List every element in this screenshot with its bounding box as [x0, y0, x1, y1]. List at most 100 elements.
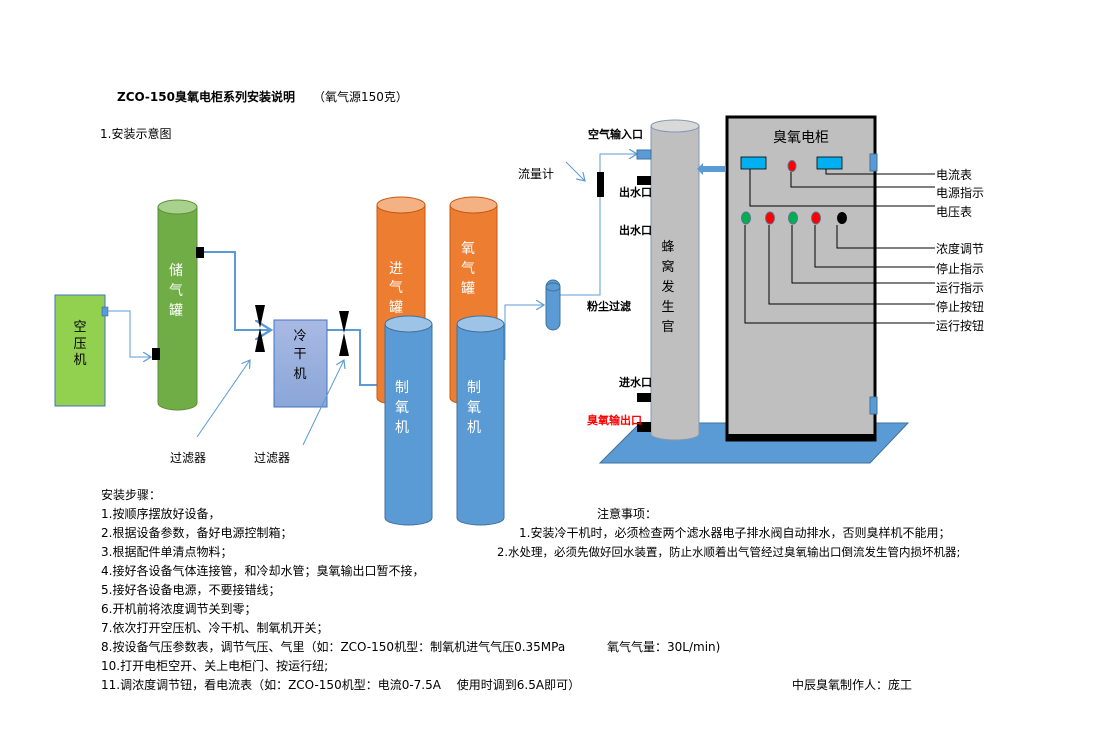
filter-valve-2: [339, 311, 349, 356]
stop-indicator: [811, 211, 821, 225]
svg-text:氧: 氧: [461, 241, 475, 257]
svg-text:气: 气: [461, 261, 475, 277]
svg-text:机: 机: [467, 420, 481, 436]
pipe-to-air-inlet: [560, 154, 637, 296]
callout-voltmeter: 电压表: [936, 205, 972, 219]
callout-run-button: 运行按钮: [936, 318, 984, 333]
filter-arrow-1: [196, 360, 250, 438]
door-hinge-bottom: [869, 396, 878, 415]
concentration-knob: [837, 212, 847, 224]
step-item: 3.根据配件单清点物料；: [101, 545, 232, 559]
svg-text:罐: 罐: [461, 281, 475, 297]
page-title: ZCO-150臭氧电柜系列安装说明: [117, 89, 295, 104]
filter-label-1: 过滤器: [170, 451, 206, 465]
step-item-8-extra: 氧气气量：30L/min): [607, 639, 720, 654]
svg-text:窝: 窝: [661, 259, 674, 275]
air-inlet-label: 空气输入口: [588, 127, 643, 141]
author: 中辰臭氧制作人：庞工: [792, 677, 912, 692]
dust-filter: [545, 279, 561, 331]
steps-heading: 安装步骤：: [101, 487, 161, 502]
filter-valve-1: [255, 305, 265, 352]
install-steps: 安装步骤： 1.按顺序摆放好设备， 2.根据设备参数，备好电源控制箱； 3.根据…: [101, 487, 720, 692]
step-item: 10.打开电柜空开、关上电柜门、按运行纽;: [101, 658, 328, 673]
svg-text:气: 气: [169, 283, 183, 299]
flowmeter-label: 流量计: [518, 167, 554, 181]
air-inlet-port: [636, 149, 652, 160]
run-indicator: [788, 211, 798, 225]
svg-text:罐: 罐: [389, 300, 403, 316]
ozone-outlet-label: 臭氧输出口: [587, 413, 642, 427]
pipe-generator-to-dust-filter: [504, 305, 544, 360]
page-subtitle: （氧气源150克）: [313, 89, 408, 104]
callout-concentration: 浓度调节: [936, 241, 984, 256]
water-outlet-port: [637, 176, 651, 185]
ozone-cabinet: 臭氧电柜: [725, 115, 878, 442]
cabinet-to-tube-arrow: [697, 163, 726, 175]
cold-dryer: 冷 干 机: [273, 319, 328, 408]
pipe-tank-to-dryer: [204, 251, 271, 330]
note-item: 1.安装冷干机时，必须检查两个滤水器电子排水阀自动排水，否则臭样机不能用；: [519, 525, 950, 540]
svg-text:氧: 氧: [395, 400, 409, 416]
step-item: 8.按设备气压参数表，调节气压、气里（如：ZCO-150机型：制氧机进气气压0.…: [101, 639, 565, 654]
step-item: 2.根据设备参数，备好电源控制箱；: [101, 525, 292, 540]
svg-text:蜂: 蜂: [661, 240, 674, 255]
oxygen-generator-2: 制 氧 机: [456, 315, 505, 526]
callout-lines: [744, 169, 935, 324]
callout-stop-button: 停止按钮: [936, 299, 984, 314]
notes-heading: 注意事项：: [597, 506, 657, 521]
step-item: 11.调浓度调节钮，看电流表（如：ZCO-150机型：电流0-7.5A 使用时调…: [101, 677, 580, 692]
water-outlet-label-2: 出水口: [619, 223, 652, 237]
svg-text:压: 压: [73, 337, 86, 352]
notes: 注意事项： 1.安装冷干机时，必须检查两个滤水器电子排水阀自动排水，否则臭样机不…: [497, 506, 960, 559]
svg-text:官: 官: [661, 319, 674, 335]
filter-arrow-2: [302, 360, 344, 446]
air-compressor: 空 压 机: [54, 294, 109, 407]
oxygen-generator-1: 制 氧 机: [384, 315, 433, 526]
step-item: 4.接好各设备气体连接管，和冷却水管；臭氧输出口暂不接，: [101, 563, 424, 578]
callout-run-indicator: 运行指示: [936, 280, 984, 295]
ammeter: [816, 156, 843, 170]
run-button: [741, 211, 751, 225]
svg-text:气: 气: [389, 280, 403, 296]
door-hinge-top: [869, 153, 878, 172]
storage-tank: 储 气 罐: [152, 199, 204, 411]
svg-text:机: 机: [395, 420, 409, 436]
flowmeter-arrow: [565, 161, 585, 181]
pipe-compressor-to-tank: [108, 310, 151, 357]
step-item: 7.依次打开空压机、冷干机、制氧机开关；: [101, 620, 328, 635]
svg-text:机: 机: [73, 353, 86, 368]
svg-text:氧: 氧: [467, 400, 481, 416]
stop-button: [765, 211, 775, 225]
callout-power-indicator: 电源指示: [936, 185, 984, 200]
svg-text:生: 生: [661, 300, 674, 315]
svg-text:罐: 罐: [169, 303, 183, 319]
svg-text:制: 制: [395, 380, 409, 396]
water-outlet-label-1: 出水口: [619, 185, 652, 199]
note-item: 2.水处理，必须先做好回水装置，防止水顺着出气管经过臭氧输出口倒流发生管内损坏机…: [497, 545, 960, 559]
ozone-outlet-port: [637, 422, 651, 432]
cabinet-title: 臭氧电柜: [773, 130, 829, 146]
svg-text:发: 发: [661, 279, 674, 295]
dust-filter-label: 粉尘过滤: [587, 299, 631, 313]
water-inlet-port: [637, 393, 651, 402]
svg-text:储: 储: [169, 263, 183, 279]
power-indicator: [787, 160, 797, 172]
svg-text:制: 制: [467, 380, 481, 396]
callout-stop-indicator: 停止指示: [936, 261, 984, 276]
step-item: 1.按顺序摆放好设备，: [101, 506, 220, 521]
svg-text:空: 空: [73, 320, 86, 335]
voltmeter: [740, 156, 767, 170]
filter-label-2: 过滤器: [254, 451, 290, 465]
svg-text:干: 干: [293, 347, 306, 362]
ozone-generator-tube: 蜂 窝 发 生 官: [650, 119, 700, 441]
svg-text:进: 进: [389, 261, 403, 277]
step-item: 5.接好各设备电源，不要接错线；: [101, 582, 280, 597]
svg-text:冷: 冷: [293, 329, 306, 344]
callout-ammeter: 电流表: [936, 168, 972, 182]
section-heading: 1.安装示意图: [100, 126, 171, 141]
svg-text:机: 机: [293, 367, 306, 382]
flowmeter: [597, 172, 604, 197]
water-inlet-label: 进水口: [619, 375, 652, 389]
step-item: 6.开机前将浓度调节关到零；: [101, 601, 256, 616]
